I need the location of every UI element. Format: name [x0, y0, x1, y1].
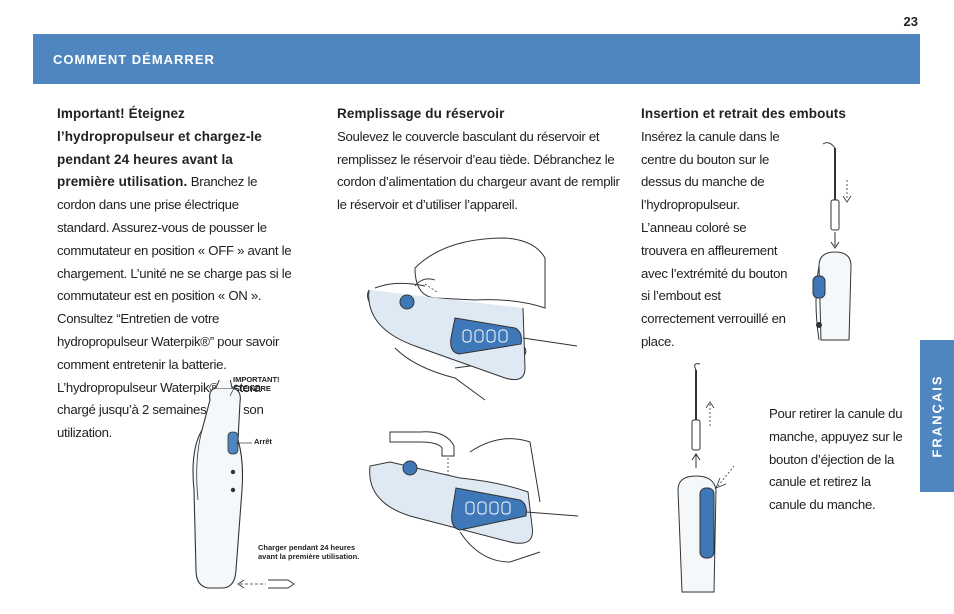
callout-charger: Charger pendant 24 heures avant la premi…: [258, 543, 360, 561]
tips-remove-body: Pour retirer la canule du manche, appuye…: [769, 406, 903, 513]
callout-important: IMPORTANT! ÉTEINDRE: [233, 375, 280, 393]
tips-heading: Insertion et retrait des embouts: [641, 106, 846, 121]
charging-lead: Important! Éteignez l’hydropropulseur et…: [57, 106, 262, 190]
reservoir-heading: Remplissage du réservoir: [337, 106, 505, 121]
charging-body: Branchez le cordon dans une prise électr…: [57, 174, 292, 441]
tip-remove-illustration: [677, 363, 735, 593]
page-number: 23: [903, 14, 918, 29]
device-charging-illustration: [192, 380, 295, 589]
language-tab[interactable]: FRANÇAIS: [920, 340, 954, 492]
reservoir-lid-illustration: [367, 237, 578, 401]
charging-section: Important! Éteignez l’hydropropulseur et…: [57, 103, 292, 445]
faucet-fill-illustration: [369, 431, 579, 563]
tip-insert-illustration: [812, 142, 852, 341]
tips-section: Insertion et retrait des embouts Insérez…: [641, 103, 846, 354]
section-title: COMMENT DÉMARRER: [53, 52, 215, 67]
reservoir-section: Remplissage du réservoir Soulevez le cou…: [337, 103, 627, 217]
section-header: COMMENT DÉMARRER: [33, 34, 920, 84]
tips-insert-body: Insérez la canule dans le centre du bout…: [641, 128, 788, 349]
reservoir-body: Soulevez le couvercle basculant du réser…: [337, 128, 620, 213]
language-tab-label: FRANÇAIS: [929, 374, 945, 458]
callout-arret: Arrêt: [254, 437, 272, 446]
